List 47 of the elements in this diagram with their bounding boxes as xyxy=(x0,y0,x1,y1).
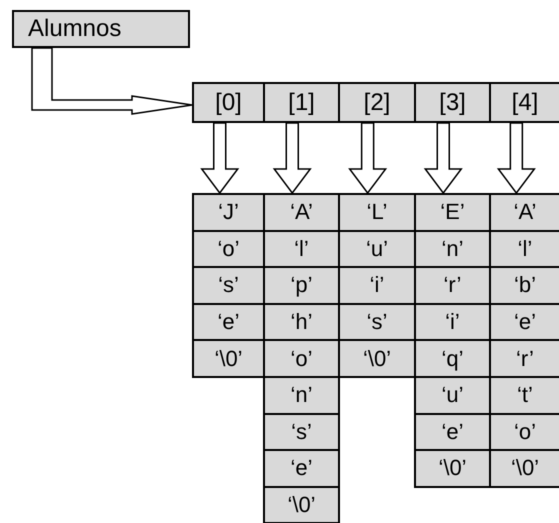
char-cell: ‘\0’ xyxy=(338,339,416,378)
char-cell: ‘\0’ xyxy=(192,339,265,378)
char-cell: ‘o’ xyxy=(489,412,559,452)
char-cell: ‘E’ xyxy=(414,193,491,232)
char-cell: ‘n’ xyxy=(263,376,340,415)
char-cell: ‘q’ xyxy=(414,339,491,378)
char-cell: ‘\0’ xyxy=(414,449,491,488)
index-cell: [0] xyxy=(192,82,265,123)
char-cell: ‘\0’ xyxy=(263,486,340,523)
variable-name-label: Alumnos xyxy=(12,10,190,48)
block-arrow xyxy=(424,122,463,194)
block-arrow xyxy=(272,122,312,194)
char-cell: ‘u’ xyxy=(414,376,491,415)
char-cell: ‘h’ xyxy=(263,302,340,342)
char-cell: ‘o’ xyxy=(263,339,340,378)
block-arrow xyxy=(200,122,240,194)
char-cell: ‘t’ xyxy=(489,376,559,415)
index-cell: [1] xyxy=(263,82,340,123)
char-cell: ‘b’ xyxy=(489,266,559,305)
char-cell: ‘o’ xyxy=(192,230,265,268)
char-cell: ‘l’ xyxy=(263,230,340,268)
char-cell: ‘e’ xyxy=(414,412,491,452)
char-cell: ‘l’ xyxy=(489,230,559,268)
char-cell: ‘s’ xyxy=(338,302,416,342)
block-arrow xyxy=(31,47,193,115)
index-cell: [2] xyxy=(338,82,416,123)
char-cell: ‘e’ xyxy=(489,302,559,342)
block-arrow xyxy=(496,122,536,194)
char-cell: ‘J’ xyxy=(192,193,265,232)
index-cell: [4] xyxy=(489,82,559,123)
char-cell: ‘e’ xyxy=(263,449,340,488)
char-cell: ‘A’ xyxy=(489,193,559,232)
char-cell: ‘p’ xyxy=(263,266,340,305)
char-cell: ‘s’ xyxy=(263,412,340,452)
char-cell: ‘e’ xyxy=(192,302,265,342)
block-arrow xyxy=(348,122,388,194)
char-cell: ‘r’ xyxy=(414,266,491,305)
char-cell: ‘A’ xyxy=(263,193,340,232)
index-cell: [3] xyxy=(414,82,491,123)
char-cell: ‘n’ xyxy=(414,230,491,268)
char-cell: ‘L’ xyxy=(338,193,416,232)
char-cell: ‘i’ xyxy=(338,266,416,305)
char-cell: ‘u’ xyxy=(338,230,416,268)
char-cell: ‘i’ xyxy=(414,302,491,342)
char-cell: ‘\0’ xyxy=(489,449,559,488)
char-cell: ‘s’ xyxy=(192,266,265,305)
char-cell: ‘r’ xyxy=(489,339,559,378)
